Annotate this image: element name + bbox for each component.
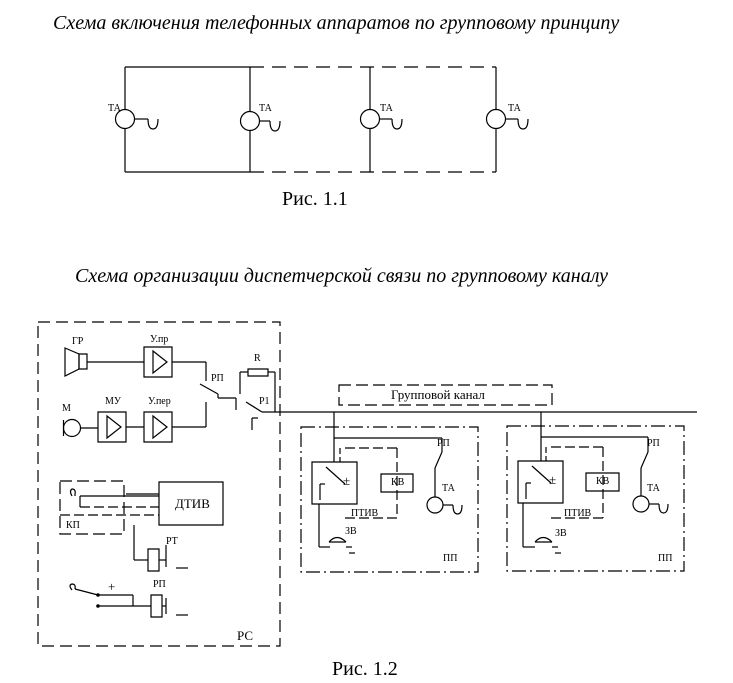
- dtiv-block: [159, 482, 223, 525]
- label-zv-pp1: ЗВ: [345, 526, 357, 537]
- label-rp-pp1: РП: [437, 438, 450, 449]
- label-pm-pp1: ±: [343, 473, 351, 488]
- loudspeaker-icon: [65, 348, 144, 376]
- ta-label-2: ТА: [259, 103, 272, 114]
- label-group-channel: Групповой канал: [391, 387, 485, 402]
- label-pm-pp2: ±: [549, 472, 557, 487]
- label-ta-pp1: ТА: [442, 483, 455, 494]
- label-kp: КП: [66, 520, 80, 531]
- fig2-title: Схема организации диспетчерской связи по…: [75, 265, 609, 287]
- label-ta-pp2: ТА: [647, 483, 660, 494]
- p1-contact: [246, 402, 262, 430]
- label-rs: РС: [237, 628, 254, 643]
- amplifier-receive: [144, 347, 206, 381]
- resistor-r: [240, 369, 275, 412]
- pp-unit-1: [301, 412, 478, 572]
- label-upr: У.пр: [150, 334, 169, 345]
- phone-set-3: [361, 110, 403, 130]
- fig2-caption: Рис. 1.2: [332, 658, 398, 680]
- phone-set-1: [116, 110, 159, 130]
- ta-label-3: ТА: [380, 103, 393, 114]
- label-ptiv-pp2: ПТИВ: [564, 508, 592, 519]
- label-r: R: [254, 353, 261, 364]
- label-zv-pp2: ЗВ: [555, 528, 567, 539]
- label-p1: Р1: [259, 396, 270, 407]
- fig1-circuit: [116, 67, 529, 172]
- ta-label-4: ТА: [508, 103, 521, 114]
- label-rp-rs: РП: [211, 373, 224, 384]
- microphone-icon: [64, 420, 99, 437]
- phone-set-4: [487, 110, 529, 130]
- label-dtiv: ДТИВ: [175, 496, 210, 511]
- kp-block: [60, 481, 159, 534]
- label-kv-pp2: КВ: [596, 476, 610, 487]
- rp-switch: [200, 384, 236, 410]
- label-rp-pp2: РП: [647, 438, 660, 449]
- ta-label-1: ТА: [108, 103, 121, 114]
- label-m: М: [62, 403, 71, 414]
- label-uper: У.пер: [148, 396, 171, 407]
- label-plus: +: [108, 579, 116, 594]
- amplifier-transmit: [144, 402, 206, 442]
- label-gr: ГР: [72, 336, 84, 347]
- group-channel-box: [339, 385, 552, 405]
- label-mu: МУ: [105, 396, 121, 407]
- phone-set-2: [241, 112, 281, 132]
- fig1-title: Схема включения телефонных аппаратов по …: [53, 12, 620, 34]
- rs-frame: [38, 322, 280, 646]
- label-pp1: ПП: [443, 553, 458, 564]
- label-ptiv-pp1: ПТИВ: [351, 508, 379, 519]
- label-rt: РТ: [166, 536, 178, 547]
- rp-relay-bottom: [70, 584, 188, 617]
- label-rp-bottom: РП: [153, 579, 166, 590]
- label-kv-pp1: КВ: [391, 477, 405, 488]
- mic-amplifier: [98, 412, 144, 442]
- rt-relay: [134, 525, 188, 571]
- pp-unit-2: [507, 412, 684, 571]
- label-pp2: ПП: [658, 553, 673, 564]
- fig1-caption: Рис. 1.1: [282, 188, 348, 210]
